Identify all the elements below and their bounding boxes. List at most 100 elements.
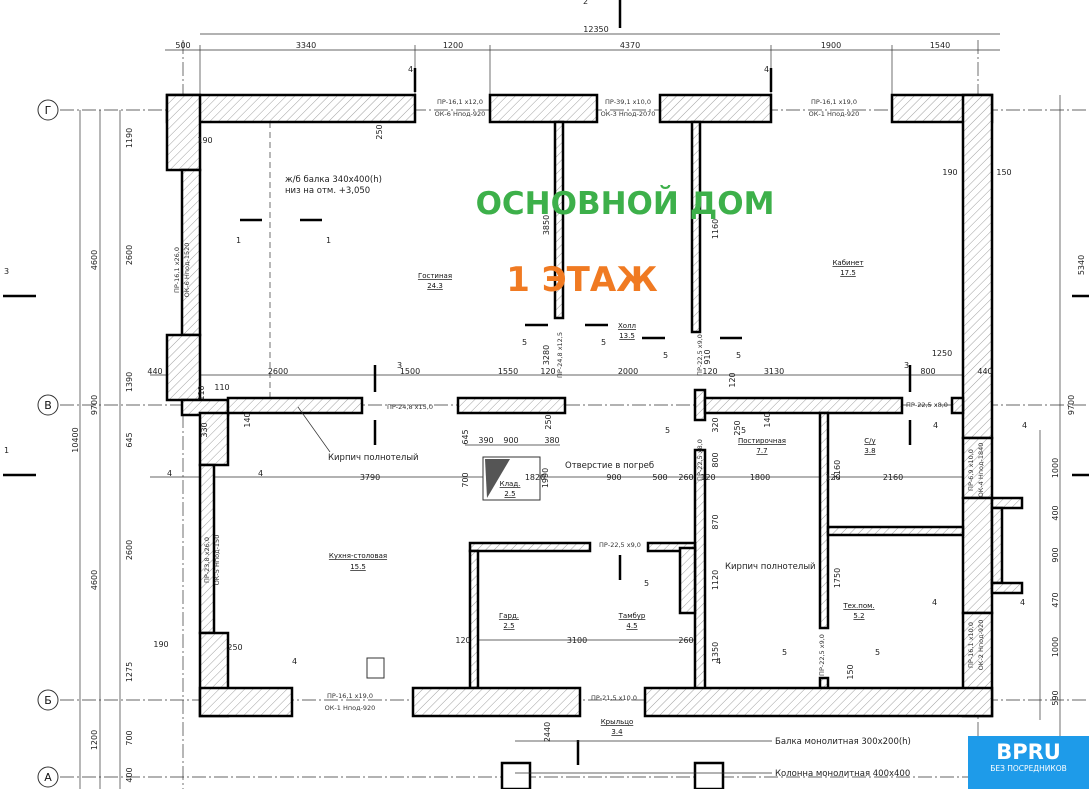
section-number: 5 — [741, 426, 746, 435]
dimension: 3130 — [764, 367, 784, 376]
dimension: 800 — [920, 367, 935, 376]
dimension: 1190 — [125, 128, 134, 148]
section-number: 5 — [522, 338, 527, 347]
room-area: 2.5 — [504, 490, 515, 498]
dimension: 190 — [197, 136, 212, 145]
dimension: 4600 — [90, 570, 99, 590]
section-number: 4 — [292, 657, 297, 666]
section-number: 3 — [397, 361, 402, 370]
dimension: 3280 — [542, 345, 551, 365]
section-number: 4 — [258, 469, 263, 478]
logo-tagline: БЕЗ ПОСРЕДНИКОВ — [990, 764, 1067, 773]
section-number: 4 — [764, 65, 769, 74]
room-area: 7.7 — [756, 447, 767, 455]
dimension: 2160 — [883, 473, 903, 482]
dimension: 1500 — [400, 367, 420, 376]
dimension: 2000 — [618, 367, 638, 376]
dimension: 150 — [996, 168, 1011, 177]
logo-brand: BPRU — [996, 740, 1061, 764]
annotations: ж/б балка 340х400(h) низ на отм. +3,050 … — [285, 175, 911, 779]
dimension: 250 — [375, 124, 384, 139]
section-number: 4 — [167, 469, 172, 478]
walls — [165, 93, 1024, 789]
dimension: 2600 — [125, 540, 134, 560]
opening-label: ПР-22,5 х9,0 — [599, 541, 641, 549]
dimension: 2440 — [543, 722, 552, 742]
dimension: 190 — [942, 168, 957, 177]
opening-label: ПР-22,5 х8,0 — [696, 439, 704, 481]
room-area: 4.5 — [626, 622, 637, 630]
room-name: Тех.пом. — [842, 602, 874, 610]
dimension: 10400 — [71, 427, 80, 452]
section-number: 5 — [601, 338, 606, 347]
room-name: Кабинет — [832, 259, 863, 267]
dimension: 110 — [197, 385, 206, 400]
annotation: Балка монолитная 300х200(h) — [775, 737, 911, 747]
room-name: Кухня-столовая — [329, 552, 387, 560]
dimension: 1200 — [90, 730, 99, 750]
dimension: 120 — [540, 367, 555, 376]
bpru-logo[interactable]: BPRU БЕЗ ПОСРЕДНИКОВ — [968, 736, 1089, 789]
section-number: 4 — [408, 65, 413, 74]
section-number: 5 — [875, 648, 880, 657]
opening-label: ОК-3 Hпод-2070 — [601, 110, 656, 118]
section-number: 4 — [1022, 421, 1027, 430]
dimension: 1275 — [125, 662, 134, 682]
dimension: 1900 — [821, 41, 841, 50]
dimension: 250 — [227, 643, 242, 652]
dimension: 140 — [763, 412, 772, 427]
dimension: 1800 — [750, 473, 770, 482]
dimension: 700 — [125, 730, 134, 745]
dimension: 120 — [455, 636, 470, 645]
dimension: 390 — [478, 436, 493, 445]
dimension: 1750 — [833, 568, 842, 588]
opening-label: ОК-1 Hпод-920 — [809, 110, 860, 118]
axis-label: В — [44, 399, 52, 412]
opening-label: ПР-16,1 х10,0 — [967, 622, 975, 668]
annotation: Кирпич полнотелый — [725, 562, 816, 572]
dimension: 870 — [711, 514, 720, 529]
axis-label: А — [44, 771, 52, 784]
dimension: 140 — [243, 412, 252, 427]
dimension: 250 — [544, 414, 553, 429]
dimension: 110 — [214, 383, 229, 392]
room-area: 17.5 — [840, 269, 856, 277]
opening-square — [366, 657, 385, 679]
dimension: 1200 — [443, 41, 463, 50]
opening-label: ПР-24,8 х15,0 — [387, 403, 433, 411]
opening-label: ПР-22,5 х9,0 — [696, 334, 704, 376]
room-area: 2.5 — [503, 622, 514, 630]
dimension-values: 12350 500 3340 1200 4370 1900 1540 10400… — [71, 25, 1086, 783]
section-number: 5 — [665, 426, 670, 435]
dimension: 120 — [825, 473, 840, 482]
room-area: 24.3 — [427, 282, 443, 290]
axis-marker-g — [37, 99, 59, 121]
dimension: 1000 — [1051, 458, 1060, 478]
annotation: ж/б балка 340х400(h) — [285, 175, 382, 185]
dimension: 1820 — [525, 473, 545, 482]
opening-label: ПР-16,1 х19,0 — [327, 692, 373, 700]
opening-label: ПР-16,1 х19,0 — [811, 98, 857, 106]
annotation: Колонна монолитная 400х400 — [775, 769, 910, 779]
dimension: 3790 — [360, 473, 380, 482]
opening-label: ОК-5 Hпод-150 — [213, 535, 221, 586]
room-area: 15.5 — [350, 563, 366, 571]
opening-label: ПР-16,1 х26,0 — [173, 247, 181, 293]
room-name: Крыльцо — [601, 718, 634, 726]
opening-label: ОК-1 Hпод-920 — [325, 704, 376, 712]
dimension: 2160 — [833, 460, 842, 480]
dimension: 400 — [125, 767, 134, 782]
dimension: 900 — [503, 436, 518, 445]
dimension: 320 — [711, 417, 720, 432]
section-number: 4 — [1020, 598, 1025, 607]
section-number: 5 — [663, 351, 668, 360]
opening-label: ПР-23,8 х26,0 — [203, 537, 211, 583]
axis-label: Г — [45, 104, 52, 117]
opening-label: ПР-39,1 х10,0 — [605, 98, 651, 106]
dimension: 330 — [200, 422, 209, 437]
opening-labels: ПР-16,1 х12,0 ОК-6 Hпод-920 ПР-39,1 х10,… — [173, 98, 985, 712]
dimension: 645 — [125, 432, 134, 447]
